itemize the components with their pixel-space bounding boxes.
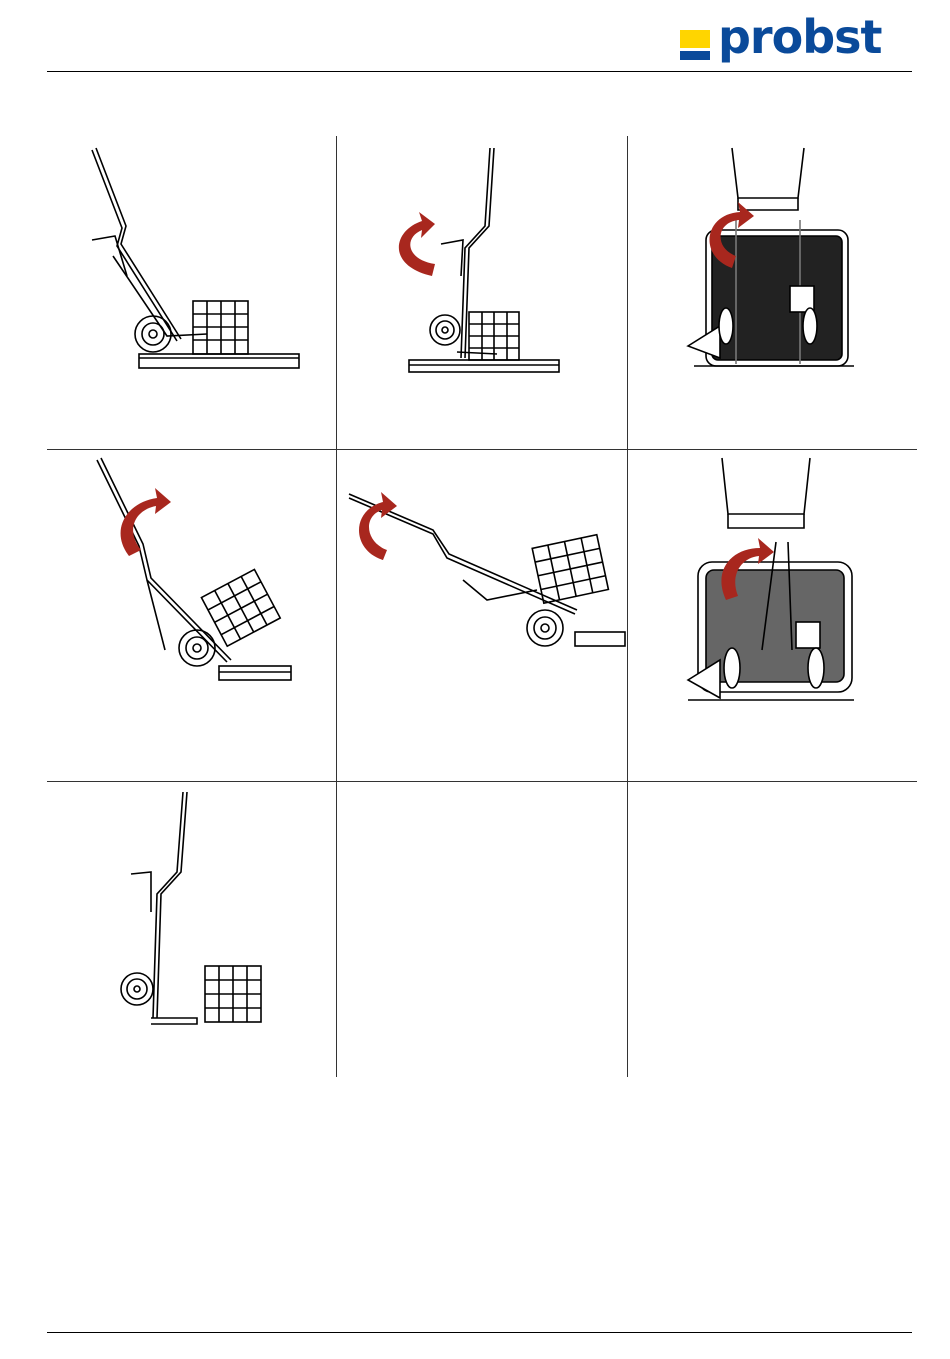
rotate-arrow-icon — [121, 488, 171, 556]
figure-1 — [47, 136, 336, 449]
hand-truck-lowered-load-arrow-icon — [337, 450, 627, 781]
figure-4 — [47, 450, 336, 781]
logo-text: probst — [718, 14, 882, 60]
figure-6 — [628, 450, 917, 781]
hand-truck-front-view-arrow-icon — [628, 136, 917, 449]
hand-truck-front-view-arrow-2-icon — [628, 450, 917, 781]
figure-5 — [337, 450, 627, 781]
instruction-figure-grid — [47, 136, 917, 1077]
figure-7 — [47, 782, 336, 1077]
figure-3 — [628, 136, 917, 449]
hand-truck-upright-unloaded-icon — [47, 782, 336, 1077]
hand-truck-approach-pallet-icon — [47, 136, 336, 449]
hand-truck-tilting-load-arrow-icon — [47, 450, 336, 781]
rotate-arrow-icon — [399, 212, 435, 276]
footer-rule — [47, 1332, 912, 1333]
figure-2 — [337, 136, 627, 449]
rotate-arrow-icon — [359, 492, 397, 560]
probst-logo: probst — [680, 20, 905, 68]
hand-truck-tilt-back-arrow-icon — [337, 136, 627, 449]
header-rule — [47, 71, 912, 72]
logo-mark-icon — [680, 30, 710, 60]
